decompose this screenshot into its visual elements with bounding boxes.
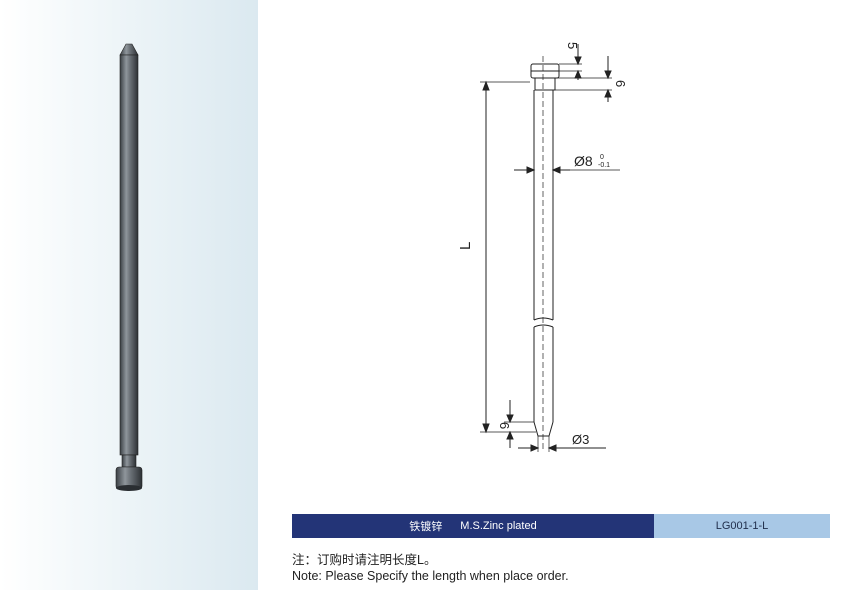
material-cell: 铁镀锌 M.S.Zinc plated bbox=[292, 514, 654, 538]
dim-neck-height: 6 bbox=[613, 80, 628, 87]
product-photo-panel bbox=[0, 0, 258, 590]
part-code: LG001-1-L bbox=[715, 520, 769, 532]
note-cn: 注：订购时请注明长度L。 bbox=[292, 553, 437, 567]
part-code-cell: LG001-1-L bbox=[654, 514, 830, 538]
pin-dimension-drawing: 5 6 Ø8 0 -0.1 L 6 Ø3 bbox=[457, 42, 628, 452]
dim-tolerance-lower: -0.1 bbox=[598, 162, 610, 169]
pin-photo bbox=[115, 43, 143, 491]
dim-head-height: 5 bbox=[565, 42, 580, 49]
material-en: M.S.Zinc plated bbox=[460, 520, 537, 532]
dim-tolerance-upper: 0 bbox=[600, 154, 604, 161]
dim-length: L bbox=[457, 242, 474, 250]
dim-tip-diameter: Ø3 bbox=[572, 432, 589, 447]
dim-tip-length: 6 bbox=[497, 422, 512, 429]
material-cn: 铁镀锌 bbox=[409, 521, 443, 533]
spec-bar: 铁镀锌 M.S.Zinc plated LG001-1-L bbox=[292, 514, 830, 538]
order-note: 注：订购时请注明长度L。 Note: Please Specify the le… bbox=[292, 552, 569, 584]
dim-main-diameter: Ø8 bbox=[574, 153, 593, 169]
technical-drawing: 5 6 Ø8 0 -0.1 L 6 Ø3 bbox=[430, 20, 690, 465]
note-en: Note: Please Specify the length when pla… bbox=[292, 569, 569, 583]
